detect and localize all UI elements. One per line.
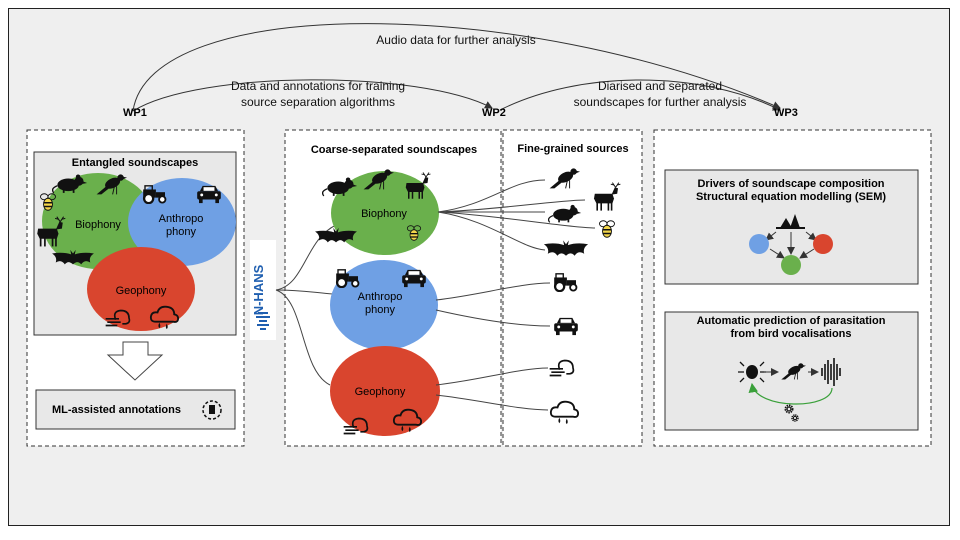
- fine-title: Fine-grained sources: [517, 143, 628, 155]
- sem-green-node: [781, 255, 801, 275]
- right-arc-label-1: Diarised and separated: [598, 79, 722, 93]
- left-arc-label-2: source separation algorithms: [241, 95, 395, 109]
- parasite-icon: [738, 361, 766, 383]
- right-arc-label-2: soundscapes for further analysis: [574, 95, 747, 109]
- coarse-biophony-label: Biophony: [361, 208, 407, 220]
- wp1-wp2-arc-arrow: [132, 79, 493, 112]
- anthropo-label-1: Anthropo: [159, 213, 204, 225]
- top-arc-arrow: [132, 23, 781, 112]
- wp2-wp3-arc-arrow: [499, 79, 781, 111]
- wp3-label: WP3: [774, 107, 798, 119]
- top-arc-label: Audio data for further analysis: [376, 33, 535, 47]
- geophony-label: Geophony: [116, 285, 167, 297]
- biophony-label: Biophony: [75, 219, 121, 231]
- biophony-circle: [42, 173, 154, 269]
- logo-branches: [275, 224, 337, 386]
- coarse-title: Coarse-separated soundscapes: [311, 144, 477, 156]
- annotations-label: ML-assisted annotations: [52, 404, 181, 416]
- n-hans-logo: N-HANS: [250, 240, 276, 340]
- feedback-loop-arrow: [748, 382, 833, 405]
- coarse-geophony-label: Geophony: [355, 386, 406, 398]
- left-arc-label-1: Data and annotations for training: [231, 79, 405, 93]
- sem-title-1: Drivers of soundscape composition: [697, 178, 884, 190]
- coarse-anthropo-label-1: Anthropo: [358, 291, 403, 303]
- sem-arrows: [765, 231, 817, 259]
- coarse-anthropo-label-2: phony: [365, 304, 395, 316]
- sem-red-node: [813, 234, 833, 254]
- fine-source-links: [435, 179, 596, 411]
- entangled-title: Entangled soundscapes: [72, 157, 199, 169]
- landscape-icon: [776, 214, 805, 229]
- sem-blue-node: [749, 234, 769, 254]
- parasitation-title-1: Automatic prediction of parasitation: [697, 315, 886, 327]
- annotation-tool-icon: [202, 400, 222, 420]
- coarse-geophony-circle: [330, 346, 440, 436]
- annotations-box: [35, 389, 236, 430]
- down-arrow: [106, 341, 164, 381]
- n-hans-logo-text: N-HANS: [251, 264, 266, 315]
- anthropo-label-2: phony: [166, 226, 196, 238]
- wp1-label: WP1: [123, 107, 147, 119]
- sem-title-2: Structural equation modelling (SEM): [696, 191, 886, 203]
- parasitation-title-2: from bird vocalisations: [730, 328, 851, 340]
- geophony-circle: [87, 247, 195, 331]
- anthropophony-circle: [128, 178, 236, 266]
- sound-wave-icon: [821, 358, 841, 386]
- wp2-label: WP2: [482, 107, 506, 119]
